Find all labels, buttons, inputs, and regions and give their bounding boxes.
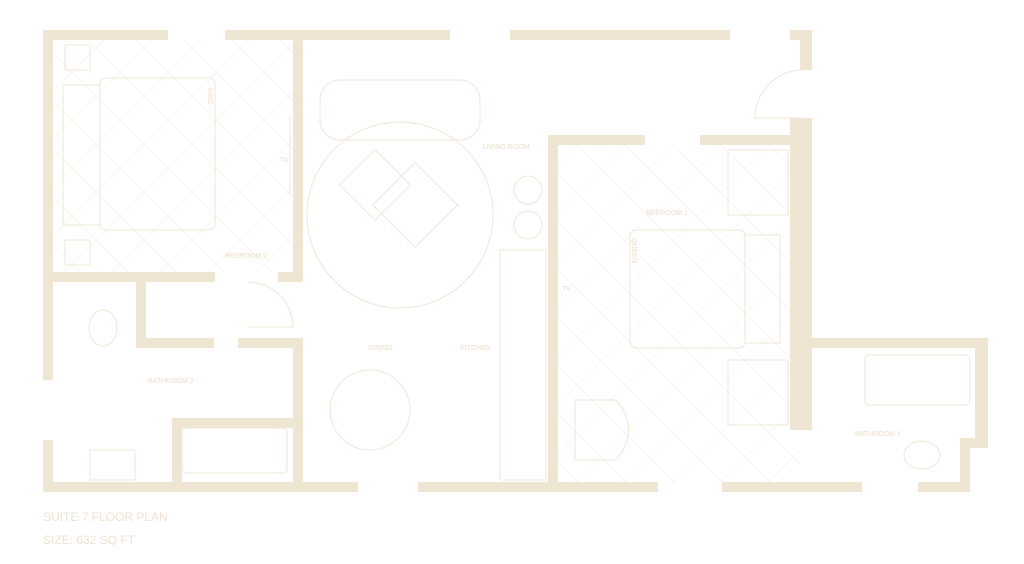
furniture [62, 44, 971, 481]
label-bedroom-1: BEDROOM 1 [646, 210, 688, 217]
nightstand [64, 239, 91, 266]
walls [43, 30, 988, 492]
bathtub-1 [864, 354, 971, 406]
entry-door [754, 69, 804, 119]
label-kitchen: KITCHEN [460, 345, 491, 352]
sink-2 [89, 449, 136, 481]
plan-size: SIZE: 632 SQ FT [43, 533, 136, 547]
plan-title: SUITE 7 FLOOR PLAN [43, 510, 168, 524]
label-dining: DINING [368, 345, 393, 352]
stool [513, 175, 543, 205]
sofa [319, 79, 481, 141]
label-tv-bedroom-1: TV [562, 286, 571, 293]
label-bathroom-2: BATHROOM 2 [148, 378, 194, 385]
coffee-table [371, 161, 459, 249]
label-tv-bedroom-2: TV [280, 157, 289, 164]
bedroom-2-floor [53, 40, 293, 272]
living-rug [306, 121, 494, 309]
toilet-1 [903, 440, 941, 470]
toilet-2 [88, 309, 118, 347]
label-bedroom-2: BEDROOM 2 [225, 253, 267, 260]
bedroom-1-floor [558, 145, 800, 482]
bathtub-2 [181, 427, 288, 474]
room-labels: LIVING ROOM BEDROOM 2 BEDROOM 1 BATHROOM… [148, 88, 901, 438]
kitchen-counter [499, 249, 547, 481]
dining-table [329, 369, 411, 451]
nightstand [727, 359, 789, 426]
tub-round [574, 399, 629, 461]
stool [513, 210, 543, 240]
label-king: KING [206, 88, 213, 105]
headboard [62, 84, 101, 226]
headboard [744, 234, 781, 344]
label-bathroom-1: BATHROOM 1 [855, 431, 901, 438]
door [247, 281, 294, 328]
nightstand [64, 44, 91, 71]
label-queen: QUEEN [630, 238, 637, 263]
label-living-room: LIVING ROOM [483, 144, 530, 151]
nightstand [727, 149, 789, 216]
ottoman [338, 148, 412, 222]
